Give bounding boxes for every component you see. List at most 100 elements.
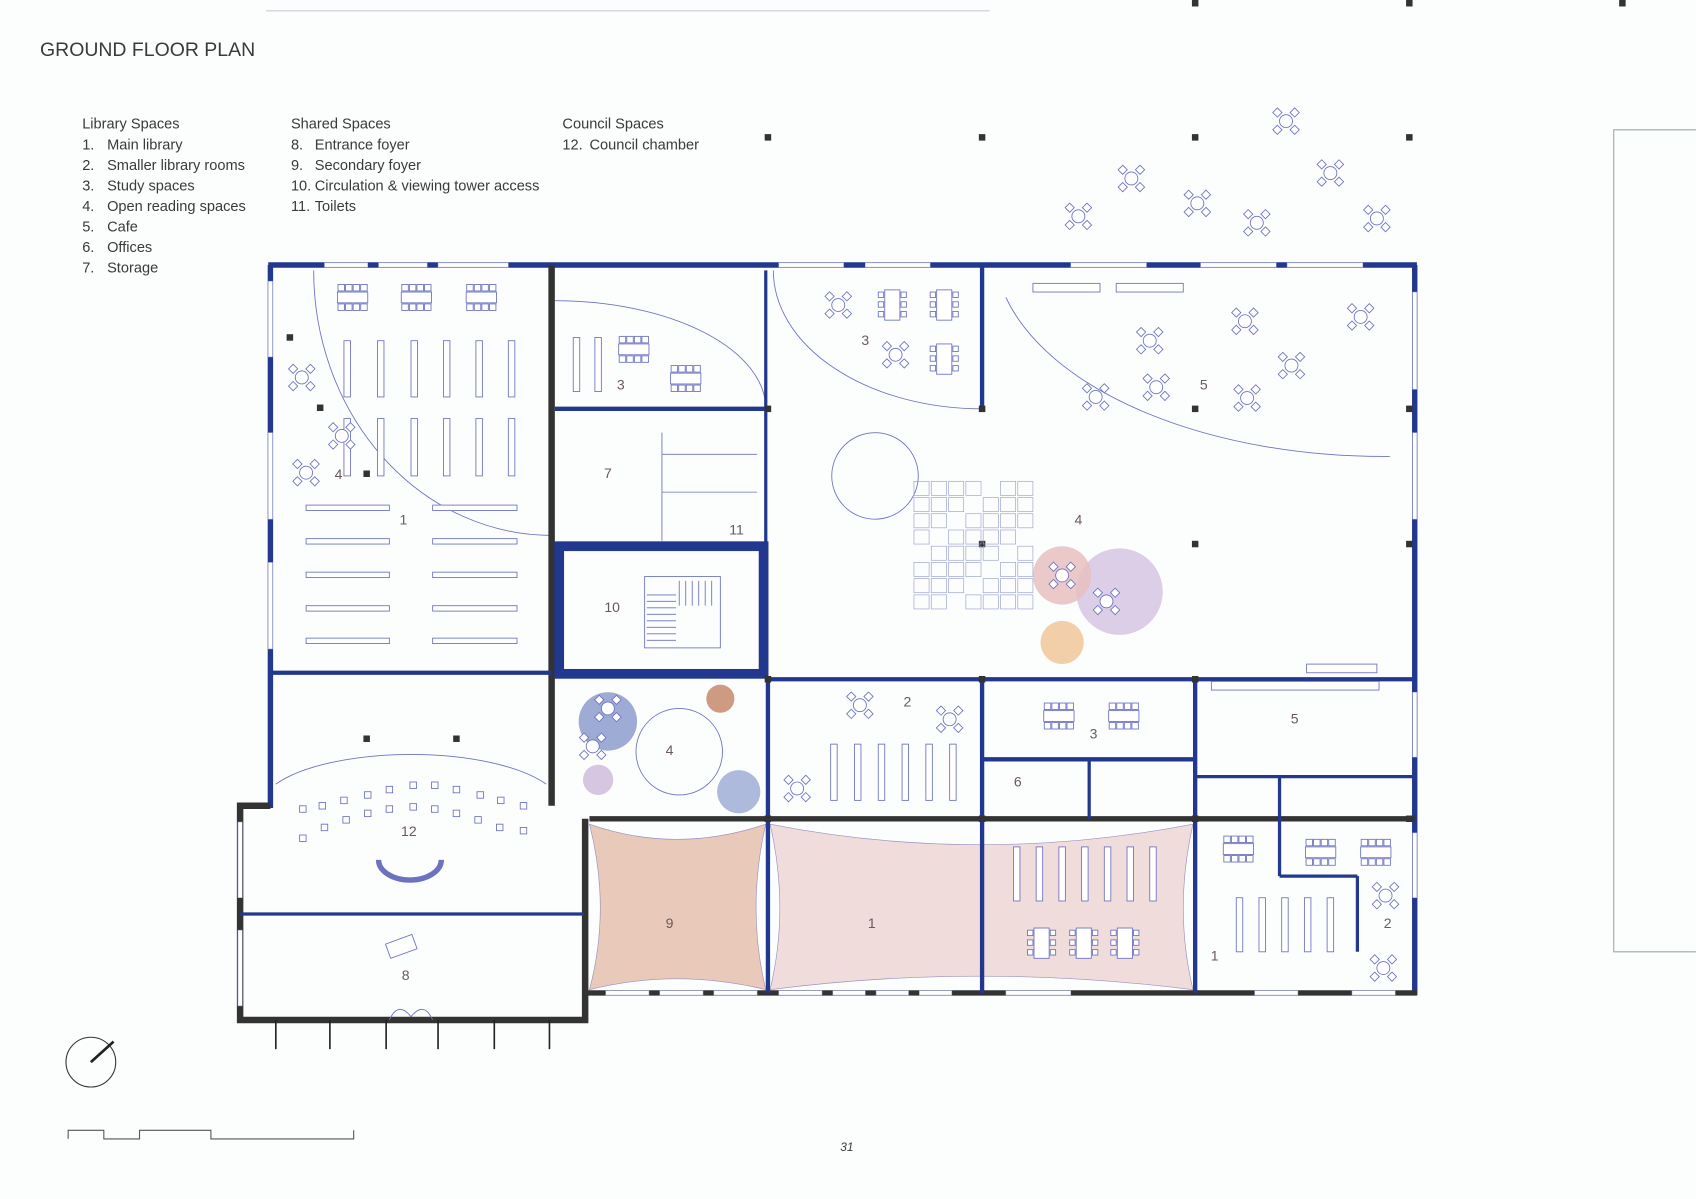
column xyxy=(978,815,986,823)
chair xyxy=(360,303,368,311)
council-seat xyxy=(364,791,372,799)
council-seat xyxy=(409,803,417,811)
bookshelf xyxy=(1013,846,1021,902)
chair xyxy=(1316,176,1327,187)
round-table xyxy=(1284,358,1299,373)
chair xyxy=(1064,202,1075,213)
table xyxy=(400,291,432,304)
council-seat xyxy=(409,781,417,789)
chair xyxy=(824,291,835,302)
chair xyxy=(641,335,649,344)
legend-num: 10. xyxy=(291,178,311,194)
room-number-label: 3 xyxy=(861,332,869,348)
chair xyxy=(881,358,893,369)
chair xyxy=(1081,202,1093,213)
chair xyxy=(1320,858,1329,866)
chair xyxy=(1109,587,1121,598)
legend-num: 12. xyxy=(562,137,582,153)
chair xyxy=(1305,838,1313,847)
reading-tile xyxy=(1017,497,1034,512)
window xyxy=(778,990,823,996)
chair xyxy=(618,335,627,344)
chair xyxy=(929,365,937,372)
bookshelf xyxy=(572,337,581,392)
chair xyxy=(685,384,694,392)
reading-tile xyxy=(982,529,999,545)
bookshelf xyxy=(1303,897,1312,953)
chair xyxy=(1200,206,1212,218)
chair xyxy=(352,284,361,292)
chair xyxy=(1081,383,1093,394)
column xyxy=(764,134,772,141)
window xyxy=(1070,262,1147,268)
reading-circle xyxy=(635,708,723,796)
round-table xyxy=(831,298,846,312)
room-number-label: 11 xyxy=(729,521,744,537)
chair xyxy=(1333,159,1345,170)
chair xyxy=(352,303,361,311)
chair xyxy=(1238,855,1246,863)
chair xyxy=(929,301,937,308)
chair xyxy=(345,439,356,450)
chair xyxy=(685,365,694,373)
council-seat xyxy=(431,805,439,813)
column xyxy=(1406,815,1413,823)
reading-tile xyxy=(948,480,965,496)
chair xyxy=(466,284,474,292)
bookshelf xyxy=(949,743,957,801)
reading-zone-terracotta xyxy=(706,684,735,713)
room-number-label: 7 xyxy=(604,465,612,481)
chair xyxy=(1250,401,1261,412)
column xyxy=(1191,815,1199,823)
reading-tile xyxy=(948,578,965,594)
bookshelf xyxy=(925,743,933,801)
chair xyxy=(1369,954,1380,965)
legend-num: 3. xyxy=(82,178,94,194)
chair xyxy=(1380,221,1391,233)
reading-tile xyxy=(1017,562,1034,577)
chair xyxy=(1133,939,1140,946)
chair xyxy=(929,311,937,318)
chair xyxy=(1131,722,1139,730)
council-seat xyxy=(431,781,439,789)
council-seat xyxy=(476,791,484,799)
cafe-counter xyxy=(1032,282,1101,293)
column xyxy=(1191,540,1199,548)
legend-item: Circulation & viewing tower access xyxy=(315,178,540,194)
legend-num: 4. xyxy=(82,199,94,215)
chair xyxy=(1346,303,1358,314)
chair xyxy=(1153,344,1164,355)
round-table xyxy=(299,465,314,480)
council-seat xyxy=(320,823,329,832)
reading-zone-purple xyxy=(582,764,614,795)
reading-tile xyxy=(1017,480,1034,496)
reading-tile xyxy=(965,529,982,545)
chair xyxy=(1233,384,1244,395)
window xyxy=(437,262,509,268)
legend-heading: Library Spaces xyxy=(82,117,179,133)
window xyxy=(1412,291,1418,390)
chair xyxy=(1388,899,1400,910)
room-number-label: 5 xyxy=(1200,376,1208,392)
reading-tile xyxy=(913,480,930,496)
bookshelf xyxy=(443,340,451,398)
chair xyxy=(578,732,590,743)
chair xyxy=(1375,838,1384,847)
chair xyxy=(800,791,811,803)
chair xyxy=(1230,855,1239,863)
chair xyxy=(929,291,937,298)
chair xyxy=(1371,899,1383,910)
chair xyxy=(1092,604,1104,616)
window xyxy=(324,262,369,268)
bookshelf xyxy=(410,340,418,398)
chair xyxy=(416,284,424,292)
chair xyxy=(1333,176,1345,187)
chair xyxy=(1099,383,1110,394)
reading-tile xyxy=(948,562,965,577)
room-number-label: 5 xyxy=(1291,711,1299,727)
chair xyxy=(596,749,607,761)
chair xyxy=(641,355,649,363)
reading-circle xyxy=(831,432,919,520)
round-table xyxy=(294,370,309,385)
